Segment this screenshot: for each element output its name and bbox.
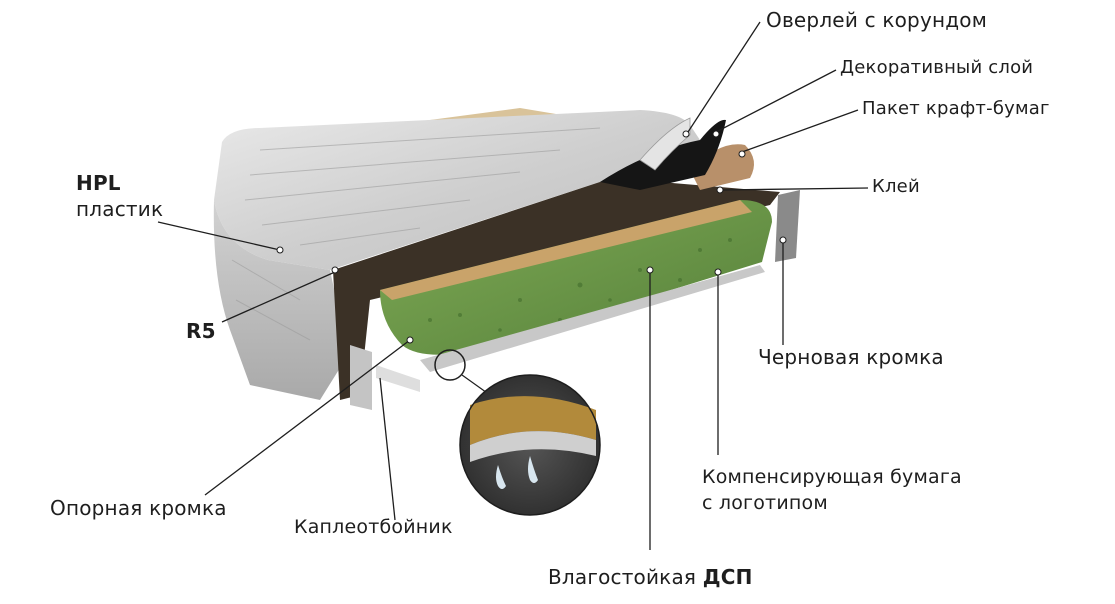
chipboard-core <box>380 200 772 355</box>
wrapped-layer <box>333 178 780 400</box>
label-r5: R5 <box>186 320 216 342</box>
label-drip: Каплеотбойник <box>294 516 453 538</box>
label-chipboard: Влагостойкая ДСП <box>548 566 753 588</box>
label-chipboard-bold: ДСП <box>702 565 753 589</box>
label-glue: Клей <box>872 176 920 197</box>
leader-kraft <box>741 109 859 153</box>
leader-overlay <box>687 21 761 133</box>
label-hpl: HPL <box>76 172 121 194</box>
leader-r5 <box>221 271 336 323</box>
chipboard-speckle <box>428 238 732 332</box>
magnifier-detail <box>459 374 601 516</box>
label-kraft: Пакет крафт-бумаг <box>862 98 1050 119</box>
leader-dots <box>276 130 787 344</box>
label-chipboard-prefix: Влагостойкая <box>548 565 703 589</box>
plastic-front-face <box>213 200 348 400</box>
plastic-top-surface <box>214 110 700 270</box>
label-r5-bold: R5 <box>186 319 216 343</box>
leader-lines <box>157 21 869 550</box>
leader-support-edge <box>204 339 411 496</box>
kraft-layer <box>690 144 754 190</box>
leader-decor <box>715 69 837 133</box>
label-support-edge: Опорная кромка <box>50 496 227 520</box>
label-decor: Декоративный слой <box>840 57 1034 78</box>
drip-channel <box>376 365 420 392</box>
label-rough-edge: Черновая кромка <box>758 345 944 369</box>
compensating-paper <box>420 265 765 372</box>
label-overlay: Оверлей с корундом <box>766 8 988 32</box>
label-compensating-1: Компенсирующая бумага <box>702 466 962 488</box>
label-hpl-sub: пластик <box>76 197 164 221</box>
leader-hpl <box>157 221 281 251</box>
zoom-circle-small <box>434 349 466 381</box>
rough-edge-strip <box>775 190 800 262</box>
label-compensating-2: с логотипом <box>702 492 828 514</box>
leader-drip <box>379 377 396 521</box>
chipboard-edge <box>380 200 752 300</box>
label-hpl-bold: HPL <box>76 171 121 195</box>
overlay-layer <box>639 117 691 171</box>
leader-glue <box>719 187 869 191</box>
plastic-texture <box>231 127 601 341</box>
